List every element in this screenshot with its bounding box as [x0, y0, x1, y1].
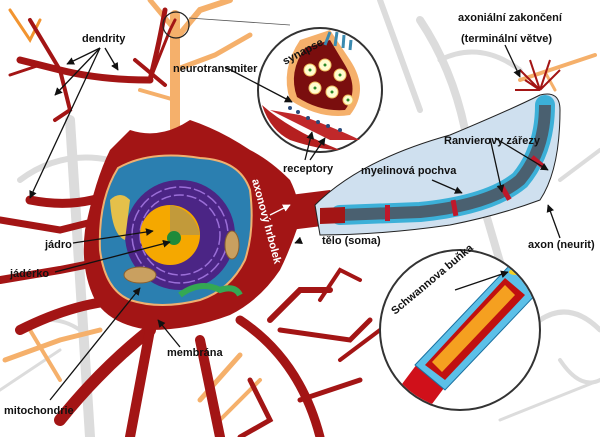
zoom-line — [188, 17, 291, 26]
label-telo: tělo (soma) — [322, 235, 381, 247]
synapse-inset — [257, 27, 383, 153]
axon-terminal — [515, 59, 561, 91]
nucleus-cutaway — [170, 205, 200, 235]
label-arrows — [29, 44, 561, 401]
hillock-arrow — [269, 204, 291, 216]
axon-start — [320, 207, 345, 224]
label-mitochondrie: mitochondrie — [4, 405, 74, 417]
golgi — [110, 195, 130, 240]
label-membrana: membrána — [167, 347, 224, 359]
smooth-er — [178, 283, 243, 298]
label-receptory: receptory — [283, 163, 334, 175]
mitochondrion — [224, 230, 240, 260]
label-jadro: jádro — [44, 239, 72, 251]
label-axonalni-zakonceni: axoniální zakončení — [458, 12, 563, 24]
label-ranvierovy-zarezy: Ranvierovy zářezy — [444, 135, 541, 147]
label-myelinova-pochva: myelinová pochva — [361, 165, 457, 177]
label-jaderko: jádérko — [9, 268, 49, 280]
label-neurotransmiter: neurotransmiter — [173, 63, 258, 75]
dendrites — [0, 7, 382, 437]
axon-core — [339, 104, 551, 221]
label-axon: axon (neurit) — [528, 239, 595, 251]
label-dendrity: dendrity — [82, 33, 126, 45]
mitochondrion — [123, 266, 157, 284]
label-terminalni-vetve: (terminální větve) — [461, 33, 552, 45]
zoom-source-circle — [162, 11, 190, 39]
